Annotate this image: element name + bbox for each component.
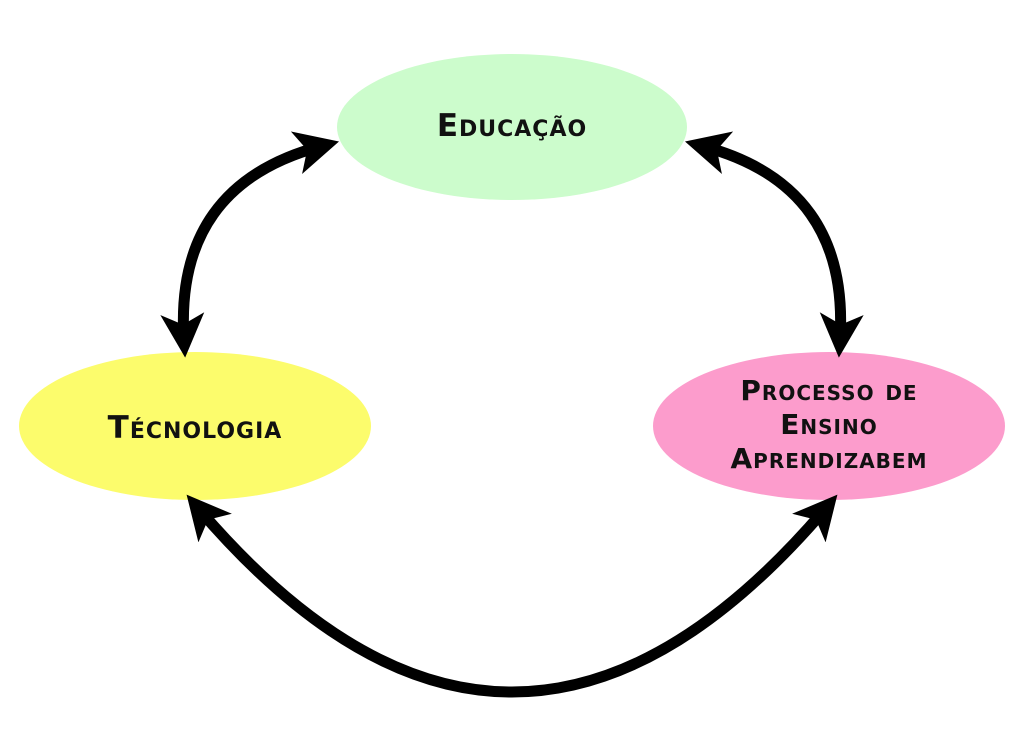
label-educacao: Educação <box>436 108 588 144</box>
label-processo: Processo de Ensino Aprendizabem <box>731 374 928 476</box>
label-tecnologia: Técnologia <box>107 410 283 446</box>
node-processo <box>653 352 1005 500</box>
arrow-educacao-tecnologia <box>160 131 340 358</box>
node-educacao <box>337 54 687 200</box>
label-processo-line-3: Aprendizabem <box>730 442 928 475</box>
arrow-tecnologia-processo <box>186 494 838 698</box>
label-processo-line-1: Processo de <box>740 374 918 407</box>
label-processo-line-2: Ensino <box>780 408 878 441</box>
node-tecnologia <box>19 352 371 500</box>
arrow-educacao-processo <box>684 131 864 358</box>
